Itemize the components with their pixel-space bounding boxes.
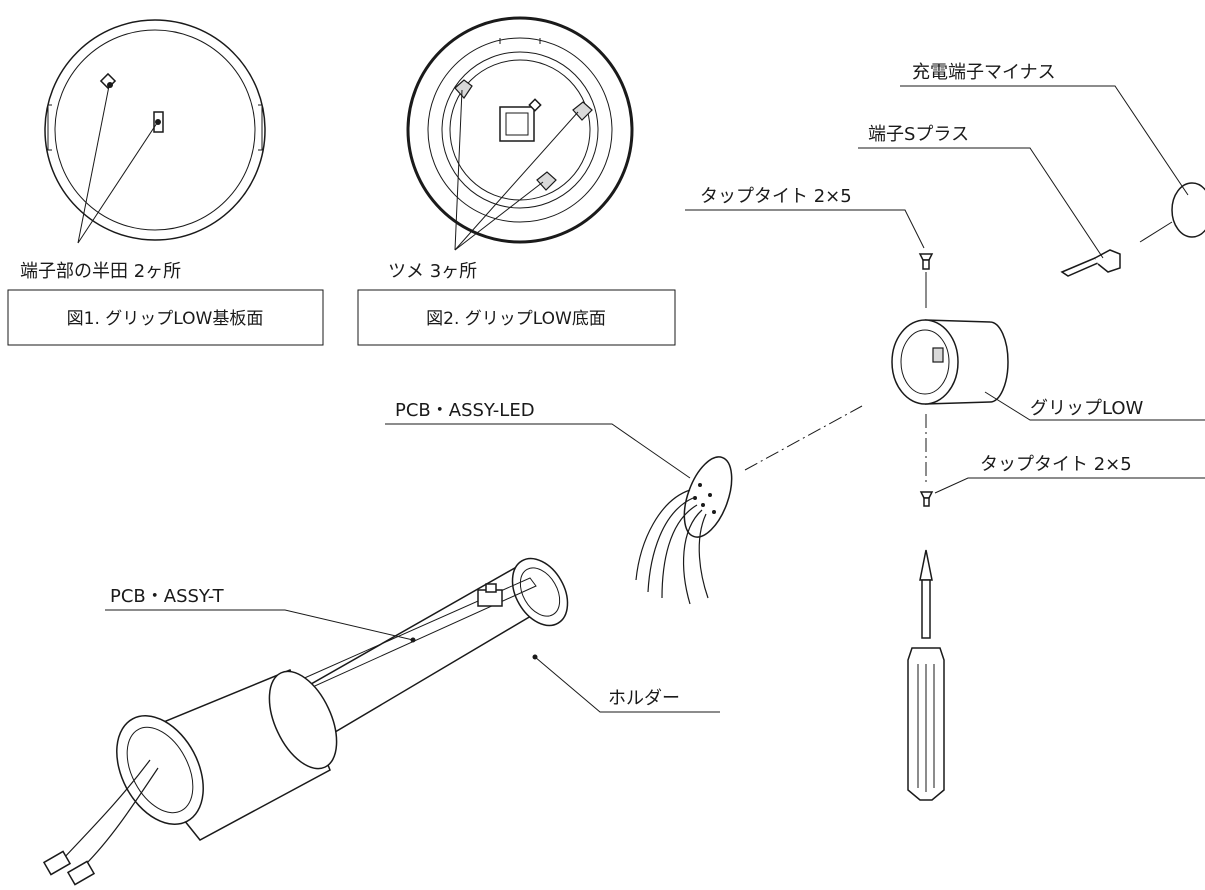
terminal-s-plus-part (1060, 249, 1121, 277)
charge-terminal-minus-label: 充電端子マイナス (912, 62, 1056, 83)
grip-low-part (891, 319, 1009, 405)
pcb-assy-led-part (635, 456, 733, 605)
rear-connectors (42, 759, 159, 886)
tap-tight-bottom-label: タップタイト 2×5 (980, 454, 1132, 475)
tap-tight-screw-top (918, 253, 934, 270)
holder-label: ホルダー (608, 688, 680, 709)
figure1-caption: 図1. グリップLOW基板面 (67, 309, 264, 329)
figure2-caption-box: 図2. グリップLOW底面 (357, 289, 676, 346)
figure1-solder-callout: 端子部の半田 2ヶ所 (20, 261, 181, 282)
terminal-s-plus-label: 端子Sプラス (868, 124, 969, 145)
charge-terminal-minus-part (1139, 182, 1205, 243)
figure2-claw-callout: ツメ 3ヶ所 (388, 261, 477, 282)
grip-low-label: グリップLOW (1030, 398, 1144, 419)
figure2-caption: 図2. グリップLOW底面 (426, 309, 606, 329)
figure2-grip-low-bottom-view (406, 16, 634, 251)
tap-tight-top-label: タップタイト 2×5 (700, 186, 852, 207)
figure1-caption-box: 図1. グリップLOW基板面 (7, 289, 324, 346)
pcb-assy-t-label: PCB・ASSY-T (110, 586, 225, 607)
pcb-assy-led-label: PCB・ASSY-LED (395, 400, 535, 421)
tap-tight-screw-bottom (919, 491, 934, 507)
screwdriver (907, 549, 945, 801)
holder-assembly (116, 557, 569, 841)
figure1-grip-low-board-view (44, 19, 266, 244)
